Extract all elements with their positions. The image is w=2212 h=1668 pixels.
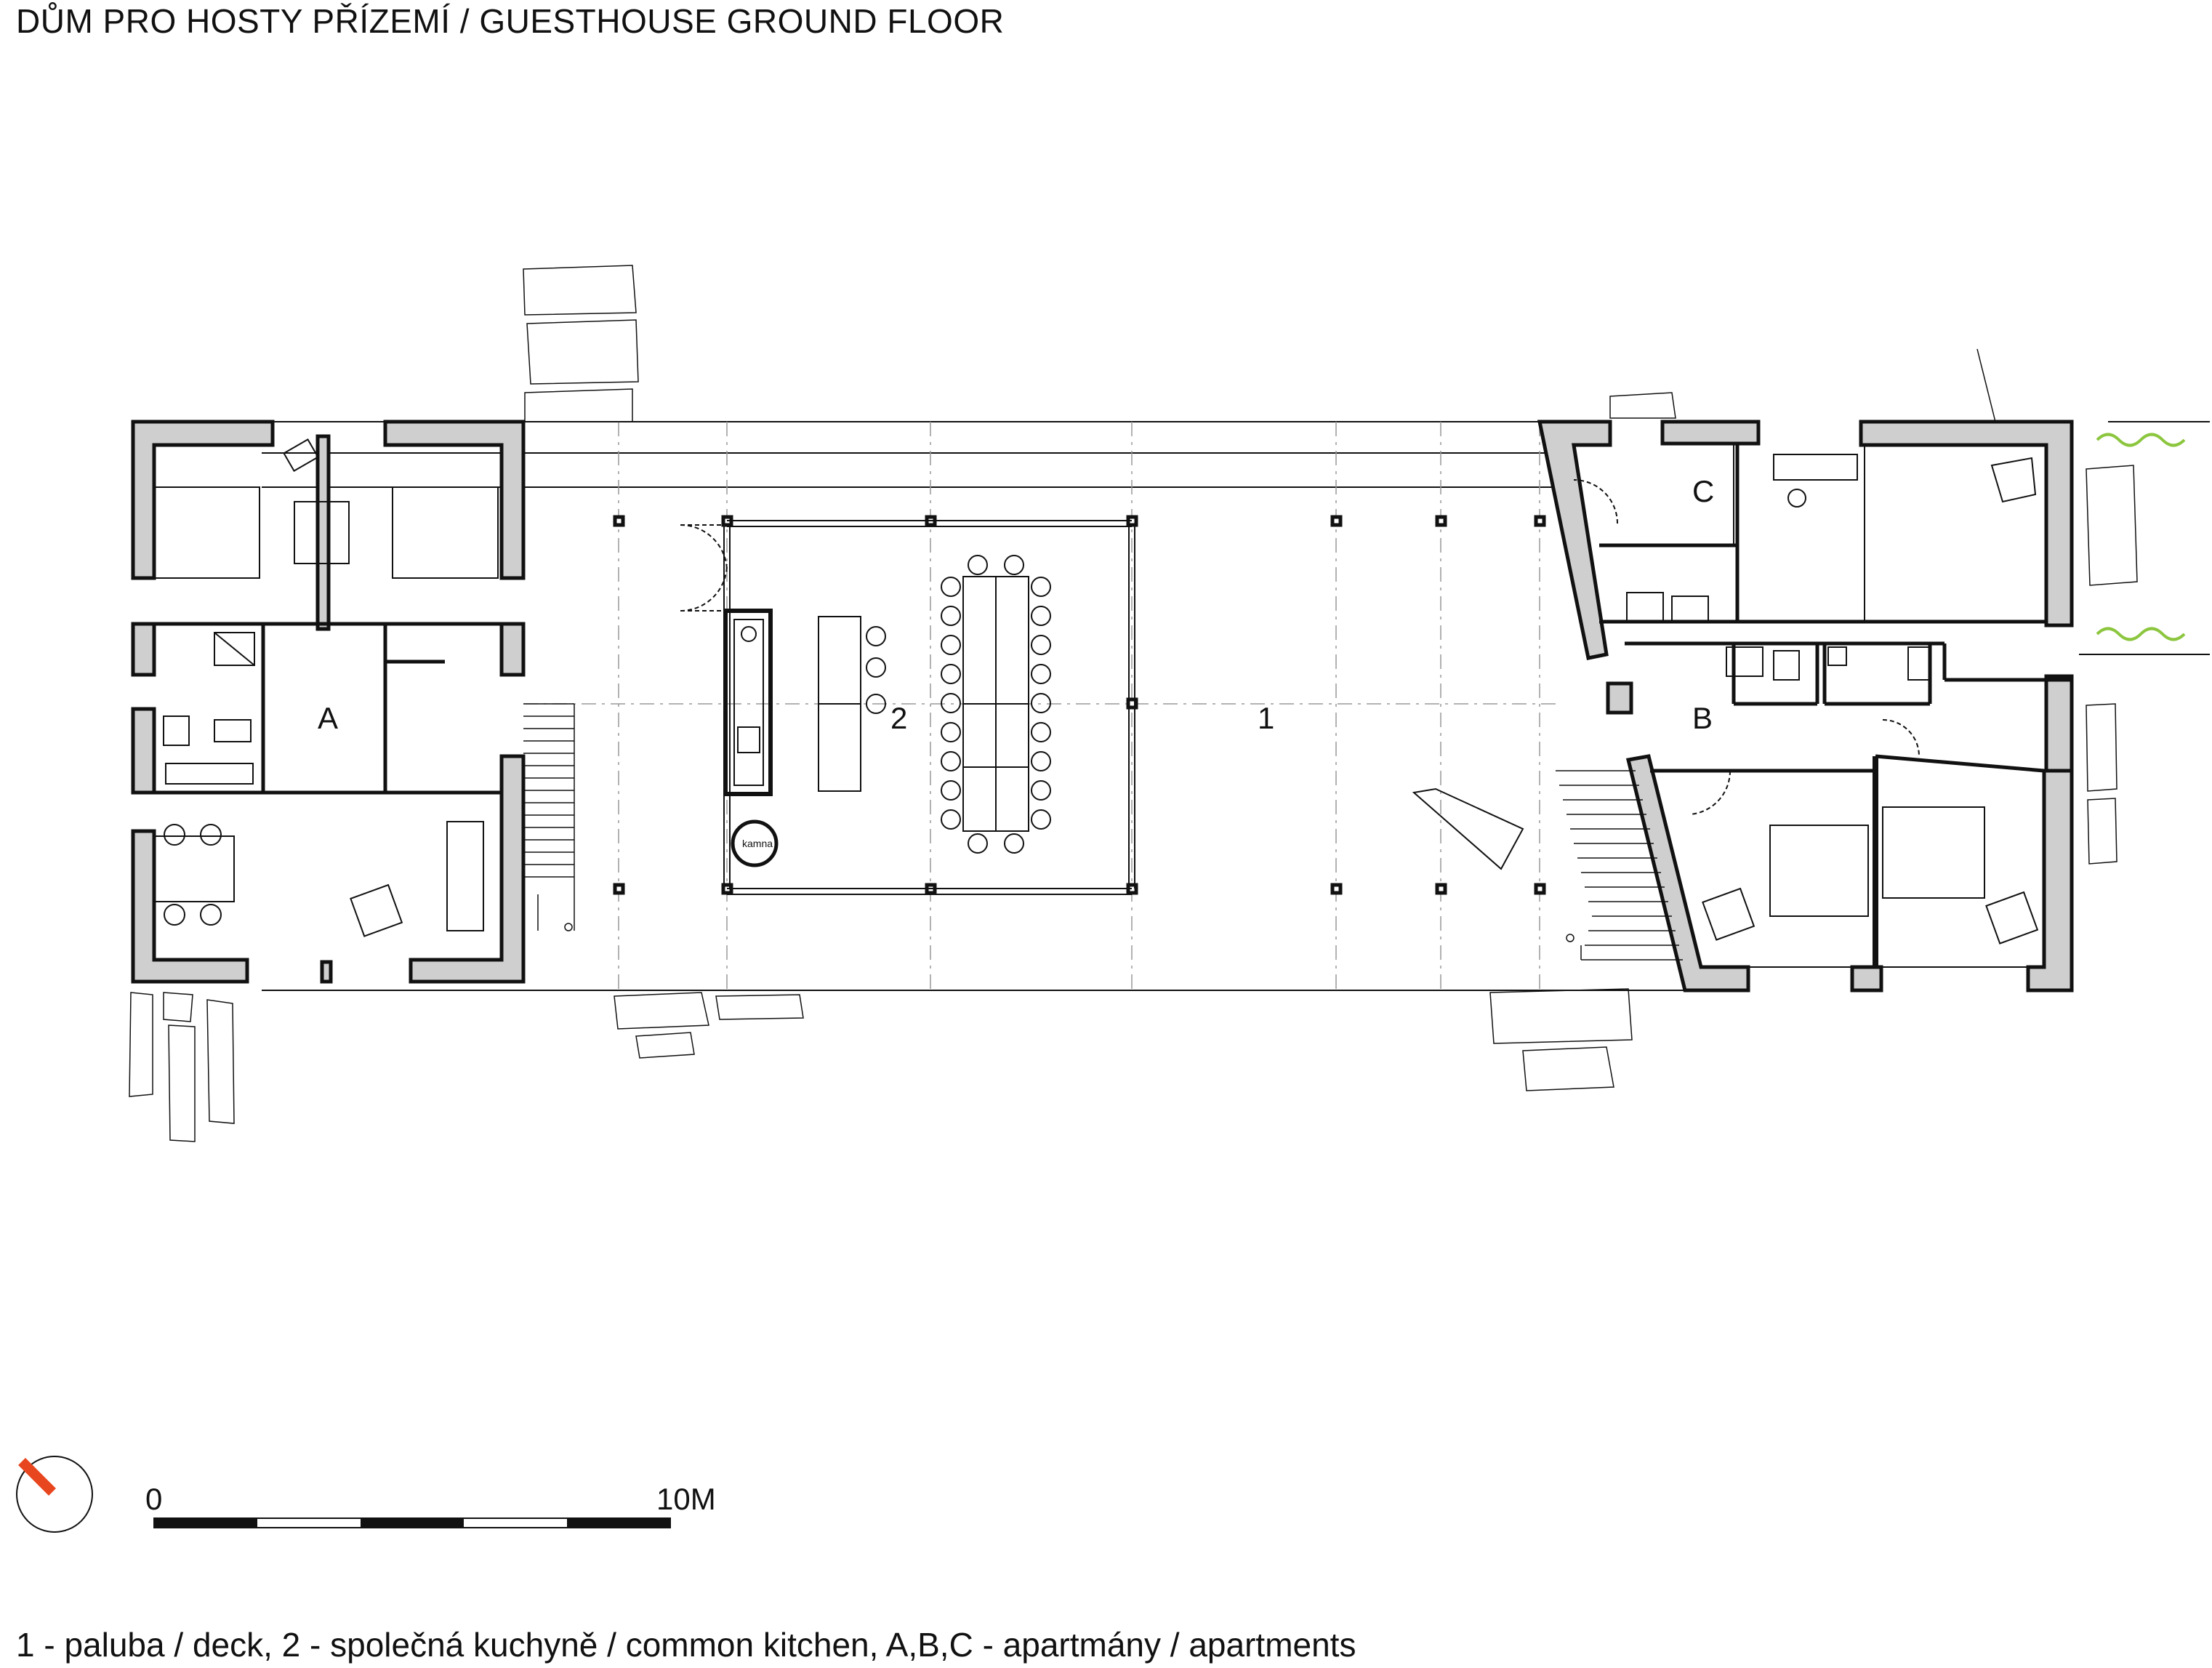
deck-outline — [262, 421, 2210, 991]
drawing-title: DŮM PRO HOSTY PŘÍZEMÍ / GUESTHOUSE GROUN… — [16, 2, 1005, 40]
stair-b — [1556, 770, 1683, 961]
room-label-deck: 1 — [1258, 701, 1274, 735]
scale-bar — [153, 1517, 671, 1528]
stove — [731, 819, 779, 867]
north-arrow-icon — [16, 1456, 93, 1533]
room-label-apt-b: B — [1692, 701, 1713, 735]
room-label-apt-c: C — [1692, 474, 1714, 508]
dining-table — [941, 555, 1051, 854]
apartment-a — [131, 420, 526, 984]
kitchen-pavilion — [723, 520, 1135, 895]
legend-caption: 1 - paluba / deck, 2 - společná kuchyně … — [16, 1626, 1356, 1664]
structural-grid — [523, 422, 1556, 990]
kitchen-counter — [723, 609, 773, 796]
scale-end-label: 10M — [656, 1482, 716, 1516]
stove-label: kamna — [742, 838, 773, 849]
grass-marks — [2096, 433, 2186, 641]
stepping-stones — [129, 265, 2138, 1142]
deck-lounger — [1412, 787, 1524, 870]
kitchen-island — [818, 616, 886, 792]
scale-start-label: 0 — [145, 1482, 163, 1516]
apartments-bc — [1537, 420, 2074, 993]
room-label-apt-a: A — [318, 701, 338, 735]
deck-columns — [613, 515, 1546, 895]
room-label-kitchen: 2 — [890, 701, 907, 735]
kitchen-door — [680, 524, 728, 612]
stair-a — [523, 703, 575, 931]
